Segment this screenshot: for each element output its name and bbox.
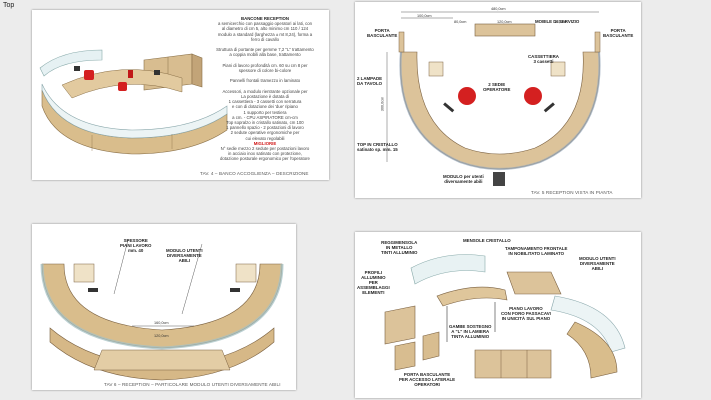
label-top: TOP IN CRISTALLO satinato sp. mm. 15: [357, 142, 398, 152]
description-extra-line: dotazione posturale ergonomico per l'ope…: [220, 156, 310, 162]
label-reggimensola: REGGIMENSOLA IN METALLO TINTI ALLUMINIO: [381, 240, 418, 255]
sheet-exploded[interactable]: REGGIMENSOLA IN METALLO TINTI ALLUMINIO …: [355, 232, 641, 398]
reception-3d-drawing: [39, 49, 228, 155]
description-title: BANCONE RECEPTION: [241, 16, 289, 21]
corner-label: Top: [3, 2, 15, 9]
dim-a: 100,0cm: [417, 14, 432, 18]
description-extra: N° sedie mezzo 2 sedute per postazioni l…: [208, 146, 322, 162]
description-line: Top sopralzo in cristallo satinato, cm 1…: [226, 120, 304, 126]
dim-e: 80,0cm: [555, 20, 568, 24]
label-profili: PROFILI ALLUMINIO PER ASSEMBLAGGI ELEMEN…: [357, 270, 390, 295]
label-mobile: MOBILE DI SERVIZIO: [535, 19, 580, 24]
description-migliorie: MIGLIORIE: [253, 140, 277, 146]
description-line: La postazione è dotata di: [240, 94, 290, 100]
description-line: cui elevato regolabili: [245, 135, 285, 141]
description-line: Accessori, a modulo rientrante opzionale…: [222, 88, 308, 94]
label-modulo: MODULO UTENTI DIVERSAMENTE ABILI: [579, 256, 616, 271]
dim-c: 120,0cm: [497, 20, 512, 24]
label-piano: PIANO LAVORO CON FORO PASSACAVI IN UNICI…: [501, 306, 551, 321]
description-extra-line: in acciaio inox satinato con protezione,: [228, 151, 302, 157]
label-mensole: MENSOLE CRISTALLO: [463, 238, 511, 243]
description-lines: a semicerchio con passaggio operatori ai…: [208, 21, 322, 141]
description-extra-line: N° sedie mezzo 2 sedute per postazioni l…: [220, 146, 310, 152]
dim-total: 480,0cm: [491, 7, 506, 11]
description-line: a semicerchio con passaggio operatori ai…: [217, 21, 313, 27]
label-sedie: 2 SEDIE OPERATORE: [483, 82, 511, 92]
description-line: e con di dotazione dei 'due' ripiano: [232, 104, 298, 110]
dim-b: 80,0cm: [454, 20, 467, 24]
label-porta: PORTA BASCULANTE PER ACCESSO LATERALE OP…: [399, 372, 456, 387]
description-line: a cm. - CPU ASPIRATORE cm-cm: [232, 114, 298, 120]
dim-w: 160,0cm: [154, 321, 169, 325]
description-line: 2 sedute operative ergonomiche per: [230, 130, 300, 136]
description-line: modulo a standard (larghezza ± mt 8,24),…: [217, 31, 313, 37]
label-porta-right: PORTA BASCULANTE: [603, 28, 634, 38]
reception-module-drawing: [40, 239, 284, 381]
description-block: BANCONE RECEPTION a semicerchio con pass…: [208, 16, 322, 162]
sheet-caption: TAV 6 – RECEPTION – PARTICOLARE MODULO U…: [104, 382, 281, 387]
sheet-tav4[interactable]: BANCONE RECEPTION a semicerchio con pass…: [32, 10, 329, 180]
description-line: Pannelli frontali tramezzo in laminato: [229, 78, 301, 84]
sheet-tav5[interactable]: 480,0cm 100,0cm 80,0cm 120,0cm 300,0cm 8…: [355, 2, 641, 198]
description-line: 1 supporto per testiera: [243, 109, 287, 115]
label-gambe: GAMBE SOSTEGNO A "L" IN LAMIERA TINTA AL…: [449, 324, 492, 339]
description-line: 1 pannello spazio - 2 postazioni di lavo…: [226, 125, 304, 131]
label-tamponamento: TAMPONAMENTO FRONTALE IN NOBILITATO LAMI…: [505, 246, 568, 256]
description-line: spessore di colore bi-colore: [238, 68, 292, 74]
sheet-caption: TAV. 4 – BANCO ACCOGLIENZA – DESCRIZIONE: [200, 171, 309, 176]
dim-d: 300,0cm: [380, 96, 385, 112]
reception-exploded-drawing: [384, 254, 626, 379]
label-porta-left: PORTA BASCULANTE: [367, 28, 398, 38]
description-line: ferro di cavallo: [251, 36, 279, 42]
label-modulo: MODULO per utenti diversamente abili: [443, 174, 484, 184]
label-lampade: 2 LAMPADE DA TAVOLO: [357, 76, 383, 86]
sheet-caption: TAV. 5 RECEPTION VISTA IN PIANTA: [531, 190, 613, 195]
description-line: al diametro di cm 5, alto minimo cm 110 …: [221, 26, 309, 32]
reception-plan-drawing: [386, 11, 601, 186]
label-modulo: MODULO UTENTI DIVERSAMENTE ABILI: [166, 248, 203, 263]
sheet-tav6[interactable]: SPESSORE PIANI LAVORO mm. 40 MODULO UTEN…: [32, 224, 296, 390]
description-line: 1 cassettiera - 3 cassetti con serratura: [228, 99, 302, 105]
label-spessore: SPESSORE PIANI LAVORO mm. 40: [120, 238, 152, 253]
description-line: Struttura di portante per gemme 7,2 "L" …: [216, 47, 314, 53]
description-line: a coppia mobili alla base, trattamento: [229, 52, 301, 58]
dim-h: 120,0cm: [154, 334, 169, 338]
label-cassettiera: CASSETTIERA 3 cassetti: [528, 54, 559, 64]
description-line: Piani di lavoro profondità cm. 60 su cm …: [222, 62, 308, 68]
